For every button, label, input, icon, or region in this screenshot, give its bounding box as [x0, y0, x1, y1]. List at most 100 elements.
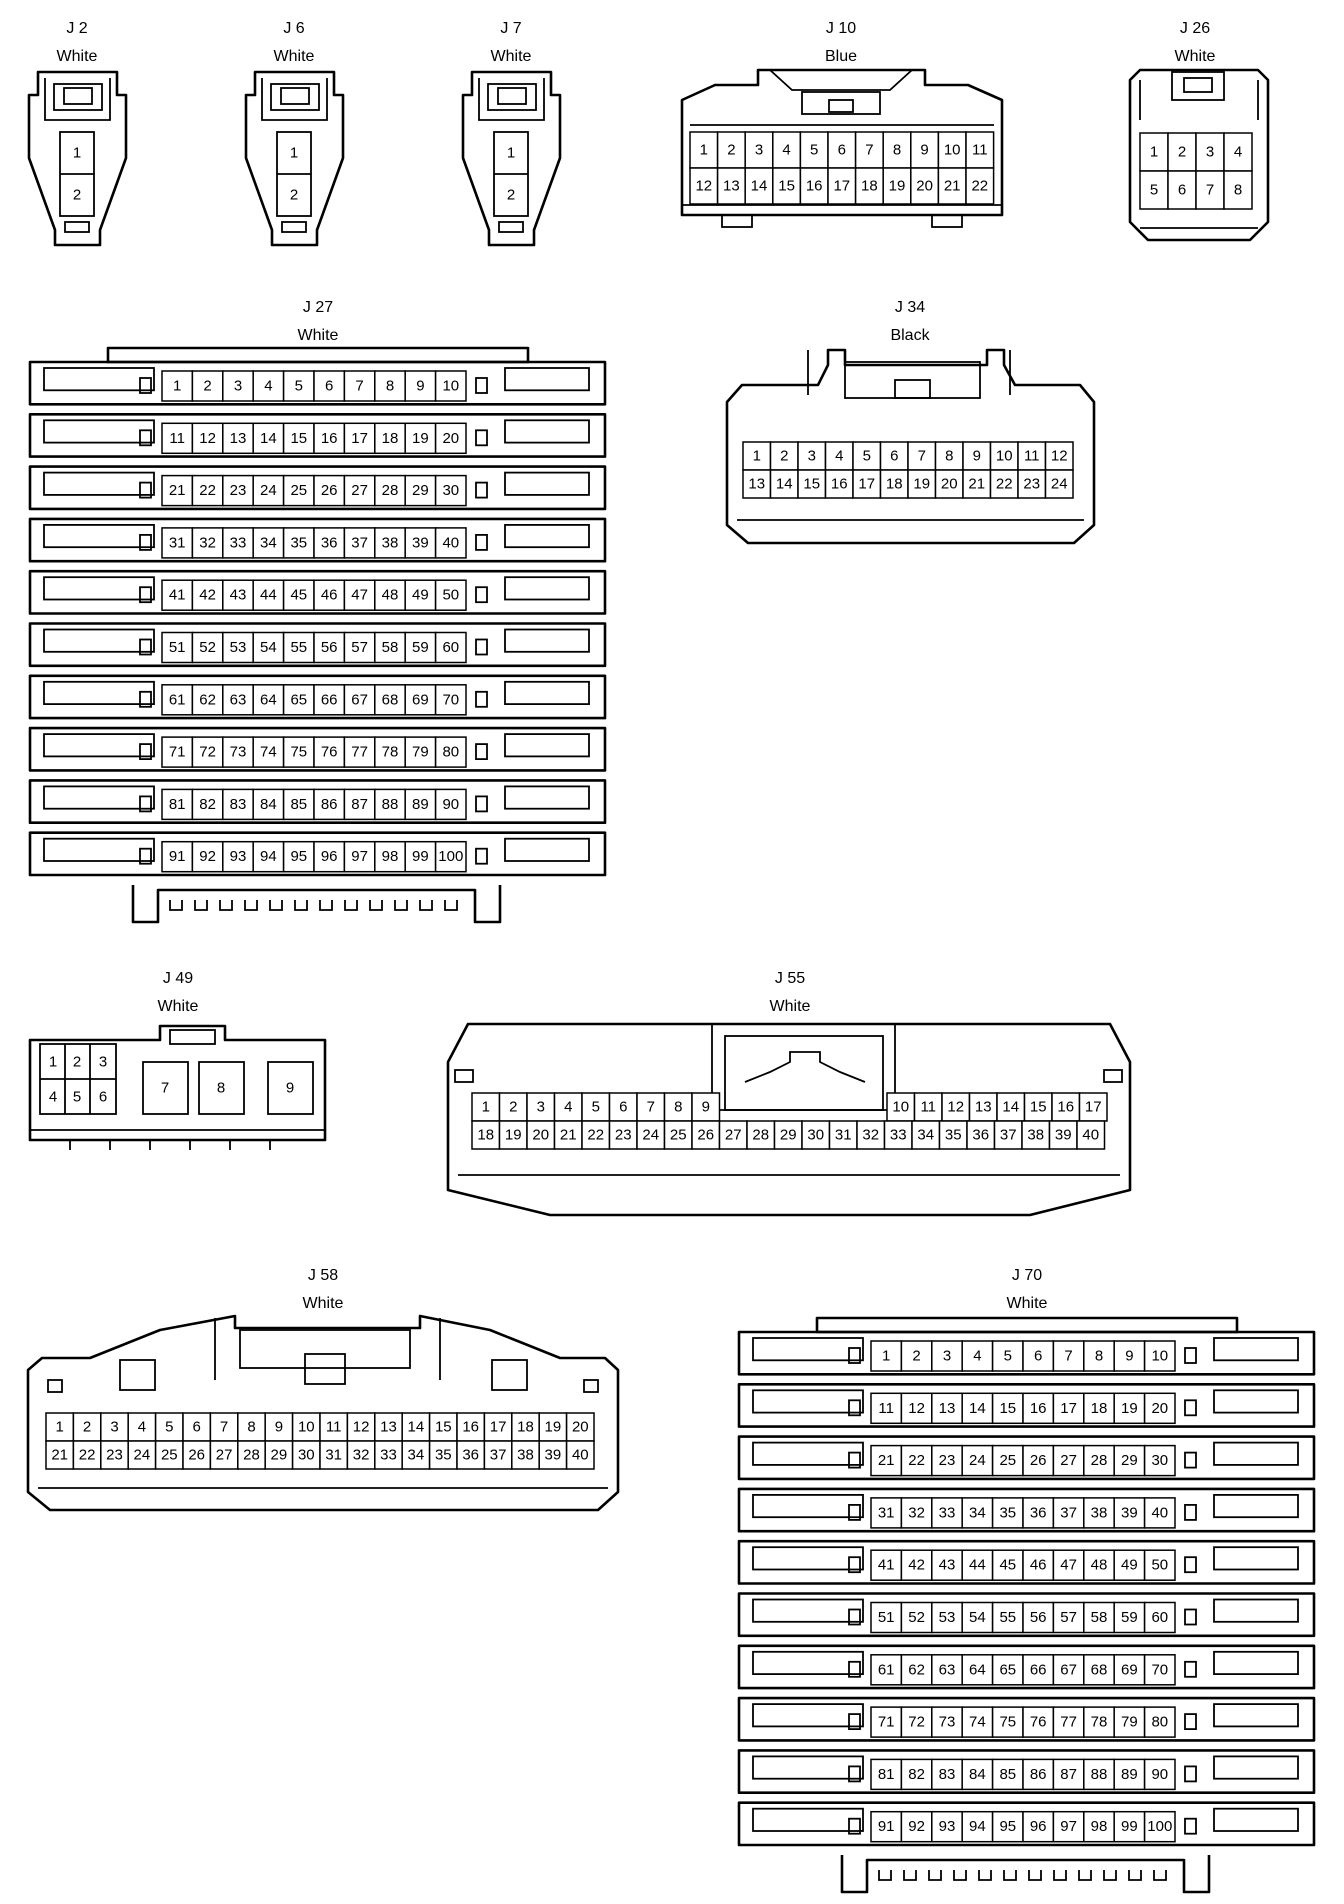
pin-cell [716, 167, 746, 205]
pin-cell [282, 736, 315, 768]
connector-j58-pin: 20 [572, 1419, 589, 1436]
pin-cell [191, 684, 224, 716]
pin-cell [434, 788, 467, 821]
connector-j58-pin: 32 [353, 1447, 370, 1464]
connector-j55-pin: 16 [1057, 1099, 1074, 1116]
connector-j55-pin: 21 [560, 1127, 577, 1144]
connector-j34-pin: 20 [941, 476, 958, 493]
connector-j27-pin: 44 [260, 587, 277, 604]
connector-j49-pin: 1 [49, 1054, 57, 1071]
pin-cell [404, 631, 437, 664]
connector-j58-pin: 11 [326, 1419, 342, 1436]
connector-j27-pin: 16 [321, 430, 338, 447]
pin-cell [161, 684, 194, 716]
connector-j10-pin: 5 [810, 142, 818, 159]
pin-cell [374, 684, 406, 716]
pin-cell [1083, 1549, 1115, 1581]
connector-j55-pin: 3 [537, 1099, 545, 1116]
connector-j34-pin: 17 [858, 476, 875, 493]
connector-j70-pin: 90 [1151, 1766, 1168, 1783]
connector-j34-pin: 13 [748, 476, 765, 493]
pin-cell [182, 1440, 212, 1470]
pin-cell [498, 1120, 528, 1150]
connector-j26-pin: 2 [1178, 144, 1186, 161]
connector-j70-pin: 3 [943, 1348, 951, 1365]
connector-j70-pin: 40 [1151, 1504, 1168, 1521]
connector-j27-pin: 98 [382, 848, 399, 865]
connector-j70-pin: 30 [1151, 1452, 1168, 1469]
connector-j34-pin: 4 [835, 448, 843, 465]
connector-j58-pin: 27 [216, 1447, 233, 1464]
connector-j34-pin: 7 [918, 448, 926, 465]
pin-cell [856, 1120, 886, 1150]
connector-j70-pin: 83 [939, 1766, 956, 1783]
pin-cell [1083, 1340, 1115, 1372]
pin-cell [663, 1092, 693, 1122]
connector-j26-pin: 5 [1150, 182, 1158, 199]
pin-cell [961, 1706, 994, 1738]
connector-j49-pin: 4 [49, 1089, 57, 1106]
pin-cell [961, 1444, 994, 1477]
pin-cell [404, 527, 437, 559]
pin-cell [773, 1120, 803, 1150]
pin-cell [313, 684, 346, 716]
pin-cell [827, 167, 857, 205]
pin-cell [900, 1810, 933, 1843]
pin-cell [434, 474, 467, 507]
connector-j27-pin: 80 [442, 744, 459, 761]
connector-j70-pin: 72 [908, 1714, 925, 1731]
pin-cell [900, 1654, 933, 1686]
connector-j70-pin: 78 [1091, 1714, 1108, 1731]
pin-cell [154, 1440, 184, 1470]
connector-j49: J 49 White 1 2 3 4 5 6 7 8 9 [28, 970, 327, 1150]
connector-j34-pin: 12 [1051, 448, 1068, 465]
connector-j70-pin: 87 [1060, 1766, 1077, 1783]
connector-j70-pin: 54 [969, 1609, 986, 1626]
connector-j55-pin: 2 [509, 1099, 517, 1116]
connector-j70-pin: 82 [908, 1766, 925, 1783]
connector-j58-pin: 34 [408, 1447, 425, 1464]
connector-j55-pin: 35 [945, 1127, 962, 1144]
connector-j10-pin: 7 [865, 142, 873, 159]
connector-j27-pin: 59 [412, 639, 429, 656]
pin-cell [222, 579, 254, 611]
connector-j27-pin: 71 [169, 744, 186, 761]
connector-j27-pin: 93 [230, 848, 247, 865]
pin-cell [989, 469, 1019, 499]
connector-j27-pin: 56 [321, 639, 338, 656]
connector-j55-pin: 31 [835, 1127, 852, 1144]
connector-j7-pin: 2 [507, 187, 515, 204]
connector-j58-pin: 6 [193, 1419, 201, 1436]
pin-cell [1076, 1120, 1106, 1150]
pin-cell [282, 422, 315, 455]
pin-cell [1143, 1654, 1176, 1686]
pin-cell [252, 579, 285, 611]
connector-j27-pin: 39 [412, 534, 429, 551]
connector-j70-pin: 74 [969, 1714, 986, 1731]
connector-j27-pin: 29 [412, 482, 429, 499]
connector-j55-pin: 32 [862, 1127, 879, 1144]
connector-j70-pin: 1 [882, 1348, 890, 1365]
connector-j49-color: White [158, 998, 199, 1015]
connector-j58-pin: 3 [110, 1419, 118, 1436]
connector-j58-pin: 33 [380, 1447, 397, 1464]
pin-cell [961, 1758, 994, 1791]
pin-cell [282, 840, 315, 873]
connector-j70-pin: 68 [1091, 1661, 1108, 1678]
pin-cell [900, 1758, 933, 1791]
pin-cell [252, 370, 285, 402]
pin-cell [941, 1092, 971, 1122]
connector-j27-pin: 96 [321, 848, 338, 865]
connector-j10-pin: 2 [727, 142, 735, 159]
connector-j55-pin: 9 [702, 1099, 710, 1116]
connector-j27-pin: 48 [382, 587, 399, 604]
pin-cell [343, 422, 376, 455]
pin-cell [511, 1412, 540, 1442]
pin-cell [374, 1412, 403, 1442]
connector-j70-pin: 43 [939, 1557, 956, 1574]
connector-j7-color: White [491, 48, 532, 65]
connector-j55-pin: 29 [780, 1127, 797, 1144]
connector-j55-pin: 15 [1030, 1099, 1047, 1116]
